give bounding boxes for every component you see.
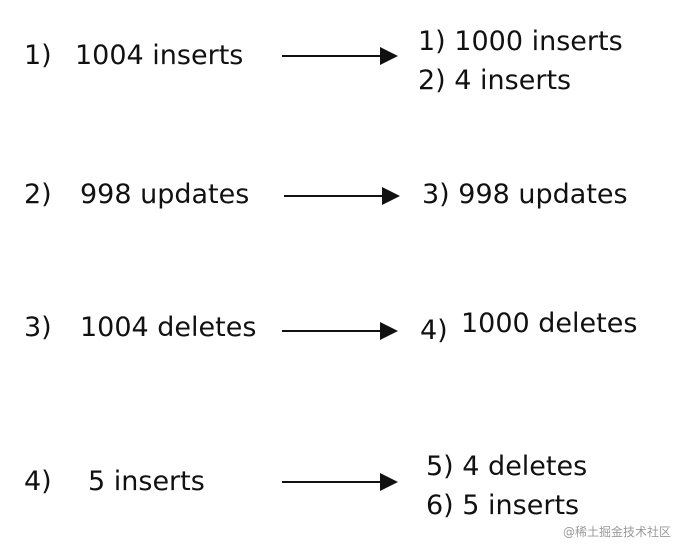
row-4-right-line-2: 6) 5 inserts [426, 490, 580, 521]
row-4-arrow-icon [282, 473, 398, 491]
row-4-right-line-1: 5) 4 deletes [426, 451, 588, 482]
row-1-arrow-icon [282, 47, 398, 65]
row-4-left-label: 5 inserts [88, 466, 205, 497]
row-2-left-label: 998 updates [80, 179, 250, 210]
row-1-left-number: 1) [24, 40, 52, 71]
row-1-right-line-1: 1) 1000 inserts [418, 26, 623, 57]
row-1-right-line-2: 2) 4 inserts [418, 65, 572, 96]
row-3-left-number: 3) [24, 312, 52, 343]
row-2-left-number: 2) [24, 179, 52, 210]
row-2-arrow-icon [284, 187, 400, 205]
row-3-right-number: 4) [420, 315, 448, 346]
row-3-arrow-icon [282, 322, 398, 340]
row-1-left-label: 1004 inserts [75, 40, 244, 71]
row-3-right-label: 1000 deletes [461, 308, 638, 339]
row-4-left-number: 4) [24, 466, 52, 497]
row-2-right-line-1: 3) 998 updates [422, 179, 628, 210]
watermark: @稀土掘金技术社区 [562, 525, 671, 539]
row-3-left-label: 1004 deletes [80, 312, 257, 343]
